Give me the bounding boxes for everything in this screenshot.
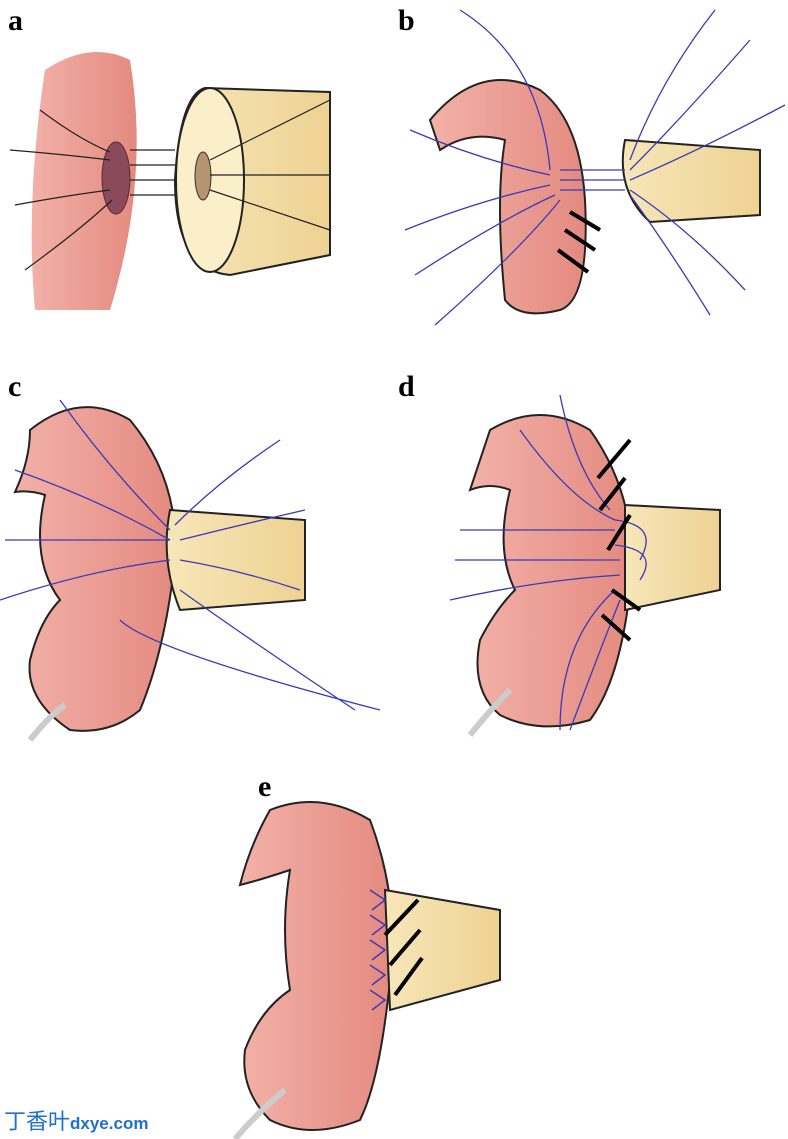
panel-d-drawing [449,394,721,737]
arrows [383,898,424,997]
panel-label-c: c [8,370,22,403]
watermark-site: dxye.com [70,1114,149,1133]
panel-c-drawing [0,399,381,742]
arrows [556,210,602,274]
lumen-opening [101,141,131,215]
panel-b-drawing [404,9,786,326]
watermark-cn: 丁香叶 [4,1109,71,1134]
panel-a-drawing [9,52,331,310]
arrows [596,438,642,642]
panel-label-a: a [8,4,23,37]
panel-label-e: e [258,770,272,803]
panel-label-b: b [398,4,415,37]
panel-e-drawing [232,801,501,1139]
panel-label-d: d [398,370,415,403]
watermark: 丁香叶dxye.com [4,1104,148,1136]
